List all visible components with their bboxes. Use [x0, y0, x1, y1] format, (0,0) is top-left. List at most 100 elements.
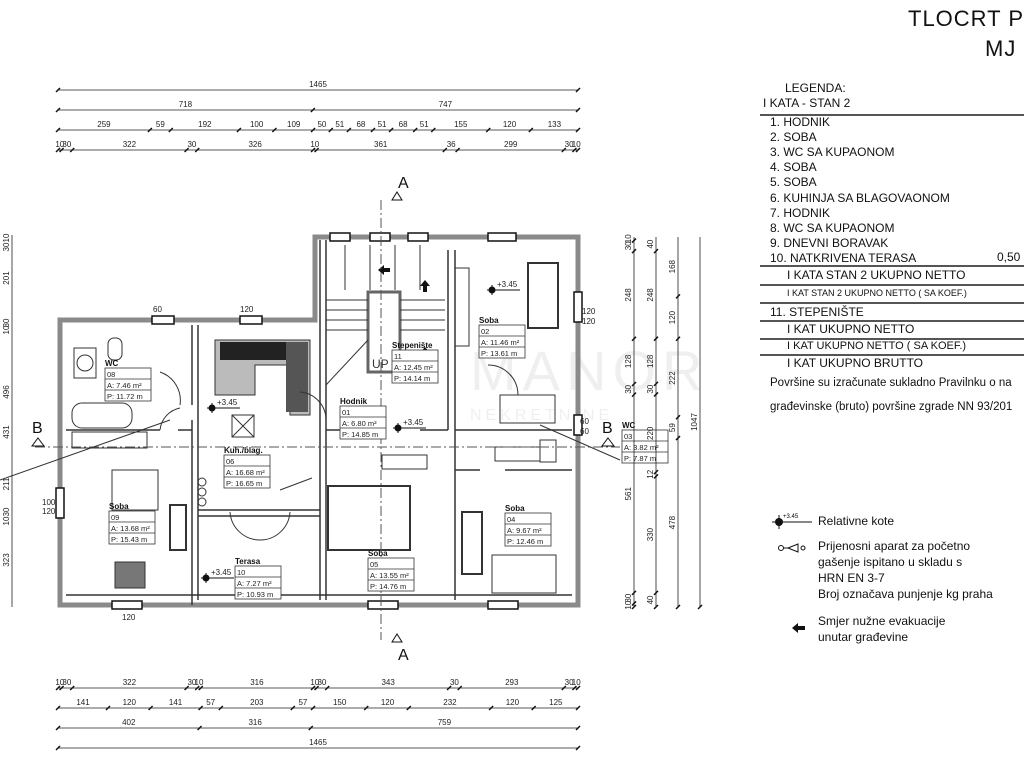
dimension-tick: [446, 685, 452, 691]
dimension-tick: [198, 685, 204, 691]
legend-item: 10. NATKRIVENA TERASA: [770, 250, 917, 265]
legend-item: 8. WC SA KUPAONOM: [770, 220, 895, 235]
dimension-label: 125: [549, 698, 563, 707]
window-dim: 120: [122, 613, 136, 622]
dimension-tick: [314, 147, 320, 153]
doors: [159, 364, 519, 541]
legend-total-netto: I KATA STAN 2 UKUPNO NETTO: [787, 268, 966, 282]
dimension-tick: [561, 147, 567, 153]
room-name: Hodnik: [340, 397, 368, 406]
legend-relative-elevation: Relativne kote: [818, 514, 895, 528]
elevation-marker-icon: +3.45: [487, 280, 520, 295]
room-number: 09: [111, 513, 119, 522]
room-area: A: 13.68 m²: [111, 524, 150, 533]
divider: [760, 302, 1024, 304]
dimension-label: 402: [122, 718, 136, 727]
dimension-label: 10: [624, 234, 633, 243]
section-leader: [0, 419, 171, 481]
dimension-tick: [196, 725, 203, 731]
room-name: WC: [622, 421, 636, 430]
room-perimeter: P: 11.72 m: [107, 392, 143, 401]
text-line: Smjer nužne evakuacije: [818, 614, 946, 628]
dimension-tick: [194, 685, 200, 691]
legend-total-netto-koef: I KAT STAN 2 UKUPNO NETTO ( SA KOEF.): [787, 288, 967, 298]
dimension-label: 109: [287, 120, 301, 129]
room-name: Soba: [109, 502, 129, 511]
dimension-label: 747: [439, 100, 453, 109]
watermark-sub: NEKRETNINE: [470, 407, 613, 424]
dimension-label: 10: [310, 140, 319, 149]
dimension-tick: [631, 590, 637, 596]
dimension-tick: [631, 392, 637, 398]
room-perimeter: P: 14.14 m: [394, 374, 430, 383]
dimension-label: 120: [668, 310, 677, 324]
legend-unit: I KATA - STAN 2: [763, 96, 851, 110]
dimension-label: 192: [198, 120, 212, 129]
room-name: WC: [105, 359, 119, 368]
dimension-label: 220: [646, 426, 655, 440]
room-number: 04: [507, 515, 515, 524]
dimension-tick: [653, 473, 659, 479]
room-number: 02: [481, 327, 489, 336]
room-area: A: 6.80 m²: [342, 419, 377, 428]
dimension-tick: [575, 87, 581, 93]
room-number: 05: [370, 560, 378, 569]
elevation-value: +3.45: [217, 398, 238, 407]
dimension-label: 120: [381, 698, 395, 707]
dimension-tick: [575, 127, 581, 133]
dimension-label: 150: [333, 698, 347, 707]
dimension-tick: [575, 705, 581, 711]
dimension-label: 10: [572, 140, 581, 149]
dimension-tick: [528, 127, 534, 133]
room-tag: Kuh./blag.06A: 16.68 m²P: 16.65 m: [223, 446, 271, 489]
room-number: 06: [226, 457, 234, 466]
dimension-tick: [631, 238, 637, 244]
dimension-label: 431: [2, 425, 11, 439]
room-area: A: 9.67 m²: [507, 526, 542, 535]
dimension-label: 343: [381, 678, 395, 687]
dimension-tick: [147, 127, 153, 133]
elevation-marker-icon: +3.45: [393, 418, 426, 433]
dimension-tick: [148, 705, 154, 711]
dimension-tick: [653, 469, 659, 475]
dimension-tick: [575, 685, 581, 691]
dimension-label: 232: [443, 698, 457, 707]
dimension-tick: [198, 705, 204, 711]
dimension-label: 10: [195, 678, 204, 687]
room-number: 03: [624, 432, 632, 441]
dimension-label: 128: [624, 354, 633, 368]
dimension-label: 120: [506, 698, 520, 707]
dimension-tick: [631, 381, 637, 387]
dimension-label: 30: [317, 678, 326, 687]
dimension-label: 759: [438, 718, 452, 727]
room-area: A: 11.46 m²: [481, 338, 520, 347]
window-dim: 120: [240, 305, 254, 314]
dimension-tick: [675, 435, 681, 441]
legend-evacuation: Smjer nužne evakuacije unutar građevine: [818, 613, 945, 645]
dimension-label: 361: [374, 140, 388, 149]
dimension-tick: [631, 600, 637, 606]
section-a-top: A: [398, 175, 409, 192]
dimension-label: 10: [572, 678, 581, 687]
dimension-label: 316: [250, 678, 264, 687]
dimension-tick: [653, 391, 659, 397]
dimension-tick: [69, 685, 75, 691]
room-name: Soba: [368, 549, 388, 558]
dimension-label: 1465: [309, 80, 327, 89]
dimension-label: 68: [356, 120, 365, 129]
dimension-tick: [310, 107, 316, 113]
dimension-tick: [653, 336, 659, 342]
window-dim: 60: [153, 305, 162, 314]
dimension-label: 10: [2, 516, 11, 525]
room-perimeter: P: 14.76 m: [370, 582, 406, 591]
evacuation-arrow-icon: [792, 623, 805, 633]
dimension-label: 330: [646, 527, 655, 541]
